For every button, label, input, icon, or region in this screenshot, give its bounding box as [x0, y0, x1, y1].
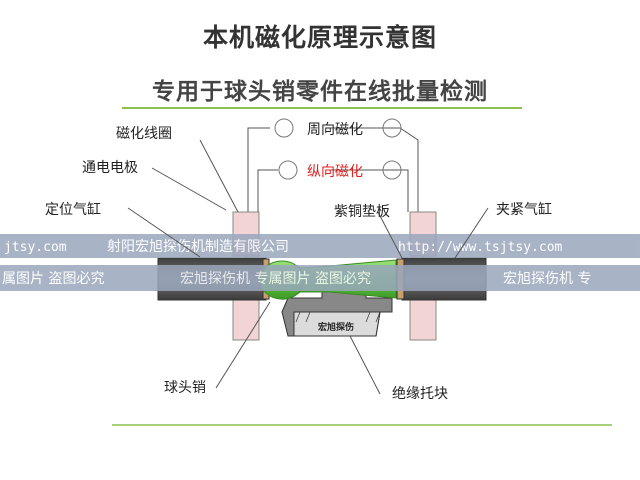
- label-insulating-block: 绝缘托块: [392, 386, 448, 402]
- longitudinal-magnetization-indicator: [278, 160, 298, 180]
- label-electrode: 通电电极: [82, 160, 138, 176]
- label-copper-pad: 紫铜垫板: [334, 204, 390, 220]
- circular-magnetization-indicator-right: [382, 118, 402, 138]
- label-longitudinal-magnetization: 纵向磁化: [307, 164, 363, 180]
- watermark-domain-left: jtsy.com: [4, 240, 67, 255]
- circular-magnetization-indicator: [274, 118, 294, 138]
- label-locating-cylinder: 定位气缸: [45, 201, 101, 218]
- label-clamping-cylinder: 夹紧气缸: [496, 201, 552, 218]
- watermark-row2-a: 属图片 盗图必究: [2, 271, 104, 287]
- longitudinal-magnetization-indicator-right: [382, 160, 402, 180]
- title-underline: [122, 107, 522, 109]
- page-subtitle: 专用于球头销零件在线批量检测: [152, 79, 488, 105]
- watermark-company: 射阳宏旭探伤机制造有限公司: [107, 239, 289, 255]
- insulating-support-block: [281, 285, 393, 337]
- label-circular-magnetization: 周向磁化: [307, 122, 363, 138]
- watermark-row2-c: 宏旭探伤机 专: [503, 271, 591, 287]
- connection-wires: [247, 127, 419, 212]
- watermark: jtsy.com 射阳宏旭探伤机制造有限公司 http://www.tsjtsy…: [0, 234, 640, 291]
- leader-lines: [127, 139, 489, 395]
- brand-mark: 宏旭探伤: [318, 321, 354, 333]
- watermark-row2-b: 宏旭探伤机 专属图片 盗图必究: [180, 271, 371, 287]
- label-magnetizing-coil: 磁化线圈: [116, 126, 172, 142]
- page-title: 本机磁化原理示意图: [202, 23, 437, 52]
- label-ball-pin: 球头销: [164, 380, 206, 396]
- watermark-url: http://www.tsjtsy.com: [398, 240, 563, 255]
